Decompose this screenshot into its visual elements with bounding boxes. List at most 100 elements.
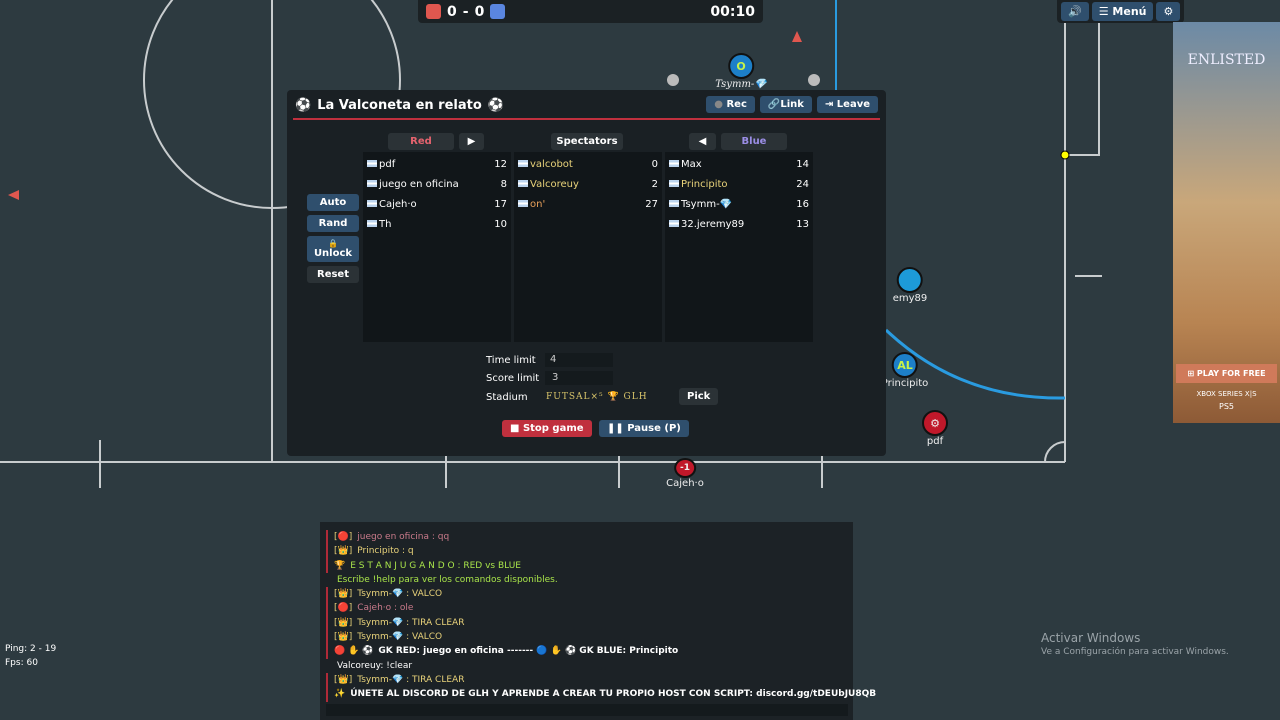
menu-button[interactable]: ☰ Menú [1091, 2, 1154, 21]
chat-text: Tsymm-💎 : VALCO [357, 632, 443, 643]
watermark-title: Activar Windows [1041, 631, 1141, 645]
player-avatar [896, 267, 923, 293]
player-name: Cajeh·o [379, 198, 417, 210]
player-ping: 14 [796, 158, 809, 170]
chat-prefix: [👑] [334, 589, 353, 600]
move-left-arrow-icon[interactable]: ◀ [689, 133, 716, 150]
ping-readout: Ping: 2 - 19 [5, 644, 57, 654]
windows-activation-watermark: Activar Windows Ve a Configuración para … [1041, 631, 1229, 657]
unlock-button[interactable]: 🔒Unlock [307, 236, 359, 262]
player-name: Th [379, 218, 392, 230]
chat-prefix: ✨ [334, 689, 346, 700]
link-button[interactable]: 🔗Link [759, 96, 812, 113]
pause-button[interactable]: ❚❚ Pause (P) [599, 420, 689, 437]
chat-message: 🏆E S T A N J U G A N D O : RED vs BLUE [326, 558, 847, 573]
player-entry: Tsymm-💎 [669, 199, 732, 210]
leave-button[interactable]: ⇥ Leave [816, 96, 878, 113]
sound-icon[interactable]: 🔊 [1061, 2, 1089, 21]
chat-message: [👑]Tsymm-💎 : TIRA CLEAR [326, 615, 847, 631]
field-player: ⚙pdf [922, 410, 948, 447]
flag-icon [518, 180, 528, 187]
player-ping: 8 [500, 178, 507, 190]
fps-readout: Fps: 60 [5, 658, 38, 668]
stadium-label: Stadium [486, 392, 528, 403]
chat-message: [👑]Tsymm-💎 : TIRA CLEAR [326, 672, 847, 688]
player-row[interactable]: Max 14 [669, 154, 809, 174]
stadium-name: FUTSAL×⁵ 🏆 GLH [546, 392, 648, 402]
player-row[interactable]: juego en oficina 8 [367, 174, 507, 194]
score-separator: - [462, 3, 469, 20]
soccer-ball-icon: ⚽ [295, 98, 312, 113]
player-ping: 0 [651, 158, 658, 170]
chat-text: Valcoreuy: !clear [337, 660, 413, 671]
chat-text: GK RED: juego en oficina ------- 🔵 ✋ ⚽ G… [378, 646, 679, 657]
top-menu: 🔊 ☰ Menú ⚙ [1057, 0, 1185, 23]
auto-button[interactable]: Auto [307, 194, 359, 211]
flag-icon [518, 160, 528, 167]
rand-button[interactable]: Rand [307, 215, 359, 232]
ad-ps5: PS5 [1219, 402, 1234, 411]
flag-icon [367, 160, 377, 167]
player-name: 32.jeremy89 [681, 218, 745, 230]
reset-button[interactable]: Reset [307, 266, 359, 283]
player-name: Max [681, 158, 702, 170]
player-name: Cajeh·o [666, 478, 704, 489]
score-limit-select[interactable]: 3 [545, 371, 613, 385]
player-name: juego en oficina [379, 178, 459, 190]
play-for-free-button[interactable]: ⊞ PLAY FOR FREE [1176, 364, 1277, 383]
room-title-text: La Valconeta en relato [317, 98, 482, 113]
move-right-arrow-icon[interactable]: ▶ [459, 133, 484, 150]
player-ping: 24 [796, 178, 809, 190]
player-entry: juego en oficina [367, 179, 459, 190]
chat-panel: [🔴] juego en oficina : qq [👑] Principito : … [320, 522, 876, 720]
chat-text: juego en oficina : qq [357, 532, 450, 542]
chat-prefix: [👑] [334, 546, 353, 557]
player-row[interactable]: valcobot 0 [518, 154, 658, 174]
field-player: emy89 [893, 267, 927, 304]
chat-text: Principito : q [357, 546, 414, 557]
ad-brand: ENLISTED [1187, 52, 1266, 68]
chat-message: [👑] Principito : q [326, 544, 847, 559]
player-entry: valcobot [518, 159, 573, 170]
chat-input[interactable] [326, 704, 848, 716]
unlock-label: Unlock [313, 248, 353, 259]
player-entry: Th [367, 219, 391, 230]
spectators-header[interactable]: Spectators [551, 133, 623, 150]
pick-stadium-button[interactable]: Pick [679, 388, 719, 405]
chat-text: ÚNETE AL DISCORD DE GLH Y APRENDE A CREA… [350, 689, 877, 700]
player-name: valcobot [530, 158, 573, 170]
player-ping: 16 [796, 198, 809, 210]
chat-prefix: [🔴] [334, 532, 353, 542]
settings-gear-icon[interactable]: ⚙ [1156, 2, 1181, 21]
stop-game-button[interactable]: ■ Stop game [502, 420, 592, 437]
chat-prefix: 🏆 [334, 560, 346, 571]
red-team-swatch [426, 4, 441, 19]
player-ping: 27 [645, 198, 658, 210]
blue-score: 0 [474, 3, 485, 20]
advertisement-banner[interactable]: ENLISTED ⊞ PLAY FOR FREE XBOX SERIES X|S… [1173, 22, 1280, 423]
ad-platforms: XBOX SERIES X|S [1196, 390, 1257, 398]
player-row[interactable]: Cajeh·o 17 [367, 194, 507, 214]
rec-button[interactable]: ● Rec [706, 96, 755, 113]
player-ping: 17 [494, 198, 507, 210]
flag-icon [367, 220, 377, 227]
player-row[interactable]: on'27 [518, 194, 658, 214]
rec-label: Rec [726, 99, 747, 110]
player-row[interactable]: Tsymm-💎 16 [669, 194, 809, 214]
player-entry: Cajeh·o [367, 199, 417, 210]
blue-team-header[interactable]: Blue [721, 133, 787, 150]
time-limit-select[interactable]: 4 [545, 353, 613, 367]
red-team-header[interactable]: Red [388, 133, 454, 150]
blue-team-swatch [490, 4, 506, 19]
windows-icon: ⊞ [1187, 369, 1197, 378]
